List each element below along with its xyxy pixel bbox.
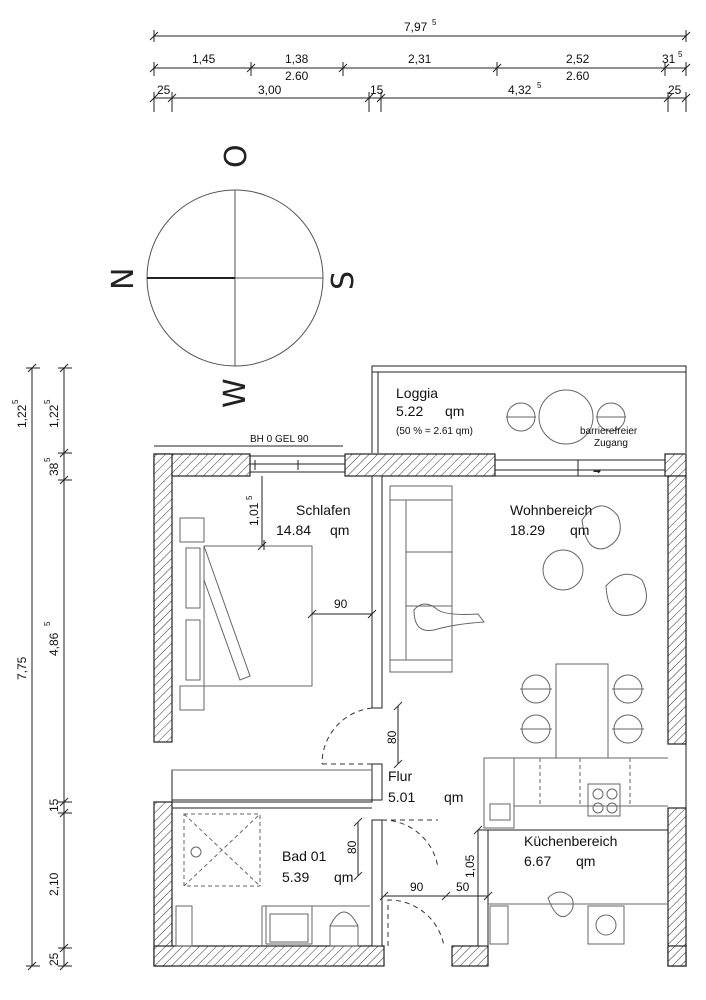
- left-dimension-labels: 7,75 1,22 5 1,22 5 38 5 4,86 5 15 2,10 2…: [11, 399, 61, 966]
- dim-total-sup: 5: [432, 18, 437, 27]
- armchair: [581, 505, 621, 550]
- schlafen-area: 14.84: [276, 522, 311, 538]
- dim-row1-4: 31: [662, 52, 676, 66]
- dining-table: [555, 663, 609, 759]
- bh-label: BH 0 GEL 90: [250, 434, 309, 445]
- flur-unit: qm: [444, 789, 463, 805]
- dim-left-seg-5: 25: [47, 952, 61, 966]
- armchair: [605, 573, 647, 616]
- dim-left-seg-0-sup: 5: [43, 399, 52, 404]
- loggia: Loggia 5.22 qm (50 % = 2.61 qm) barriere…: [371, 365, 687, 453]
- dim-row1-4-sup: 5: [678, 50, 683, 59]
- dim-row2-0: 25: [157, 83, 171, 97]
- doors: [321, 701, 493, 947]
- dim-flur-90: 90: [410, 880, 424, 894]
- dim-left-seg-0: 1,22: [47, 404, 61, 428]
- dim-aisle: 90: [334, 597, 348, 611]
- sofa: [389, 485, 453, 673]
- bedroom: [172, 517, 372, 771]
- stove: [587, 783, 621, 817]
- compass-south: S: [326, 271, 361, 290]
- dim-left-outer-1225: 1,22: [15, 404, 29, 428]
- dim-left-seg-1-sup: 5: [43, 457, 52, 462]
- living: [389, 485, 647, 759]
- dim-bed-clearance: 1,01: [247, 502, 261, 526]
- dim-row1-1: 1,38: [285, 52, 309, 66]
- left-dimensions: [26, 363, 72, 971]
- bad-area: 5.39: [282, 869, 309, 885]
- kueche-name: Küchenbereich: [524, 833, 617, 849]
- compass-north: N: [106, 268, 141, 290]
- flur-name: Flur: [388, 768, 412, 784]
- access-line1: barrierefreier: [580, 426, 638, 437]
- nightstand: [179, 685, 205, 711]
- dim-row2-2: 15: [370, 83, 384, 97]
- person-figure: [413, 603, 485, 632]
- dim-row1-sub-0: 2.60: [285, 69, 309, 83]
- door-arrow: →: [592, 465, 602, 476]
- bad-name: Bad 01: [282, 848, 327, 864]
- wohnbereich-unit: qm: [570, 522, 589, 538]
- schlafen-unit: qm: [330, 522, 349, 538]
- compass-east: O: [219, 144, 254, 168]
- dim-flur-door: 80: [385, 730, 399, 744]
- coffee-table: [542, 549, 584, 591]
- fridge: [483, 757, 515, 829]
- wohnbereich-name: Wohnbereich: [510, 502, 592, 518]
- bad-unit: qm: [334, 869, 353, 885]
- compass-west: W: [218, 378, 253, 408]
- nightstand: [179, 517, 205, 543]
- toilet: [329, 925, 359, 947]
- person-figure: [547, 891, 574, 918]
- dim-row2-3-sup: 5: [537, 81, 542, 90]
- dim-row1-sub-1: 2.60: [566, 69, 590, 83]
- bed: [203, 545, 313, 687]
- kueche-unit: qm: [576, 853, 595, 869]
- dim-row1-0: 1,45: [192, 52, 216, 66]
- dim-row2-3: 4,32: [508, 83, 532, 97]
- dim-left-total: 7,75: [15, 656, 29, 680]
- dim-row1-2: 2,31: [408, 52, 432, 66]
- bathroom: [175, 813, 370, 947]
- dim-row2-4: 25: [668, 83, 682, 97]
- dim-left-seg-4: 2,10: [47, 872, 61, 896]
- access-line2: Zugang: [594, 438, 628, 449]
- dim-left-seg-2-sup: 5: [43, 621, 52, 626]
- schlafen-name: Schlafen: [296, 502, 350, 518]
- dim-total: 7,97: [404, 20, 428, 34]
- dim-left-seg-2: 4,86: [47, 632, 61, 656]
- loggia-note: (50 % = 2.61 qm): [396, 426, 473, 437]
- flur-area: 5.01: [388, 789, 415, 805]
- kueche-area: 6.67: [524, 853, 551, 869]
- dim-bed-clearance-sup: 5: [245, 495, 254, 500]
- dim-bad-door: 80: [345, 840, 359, 854]
- dim-row1-3: 2,52: [566, 52, 590, 66]
- top-dimension-labels: 7,97 5 1,45 1,38 2,31 2,52 31 5 2.60 2.6…: [157, 18, 683, 97]
- loggia-area: 5.22: [396, 403, 423, 419]
- top-dimensions: [149, 30, 691, 112]
- thin-walls: →: [171, 455, 668, 947]
- walls: [153, 453, 687, 967]
- loggia-table: [538, 389, 594, 445]
- loggia-name: Loggia: [396, 385, 438, 401]
- dim-left-outer-1225-sup: 5: [11, 399, 20, 404]
- compass: O N S W: [106, 144, 361, 408]
- dim-left-seg-1: 38: [47, 462, 61, 476]
- dim-left-seg-3: 15: [47, 798, 61, 812]
- washbasin: [265, 905, 313, 945]
- wohnbereich-area: 18.29: [510, 522, 545, 538]
- loggia-unit: qm: [445, 403, 464, 419]
- dim-flur-50: 50: [456, 880, 470, 894]
- sink: [587, 905, 625, 945]
- dim-row2-1: 3,00: [258, 83, 282, 97]
- dim-kitchen-105: 1,05: [463, 854, 477, 878]
- shower: [183, 813, 261, 887]
- kitchen: [483, 757, 668, 945]
